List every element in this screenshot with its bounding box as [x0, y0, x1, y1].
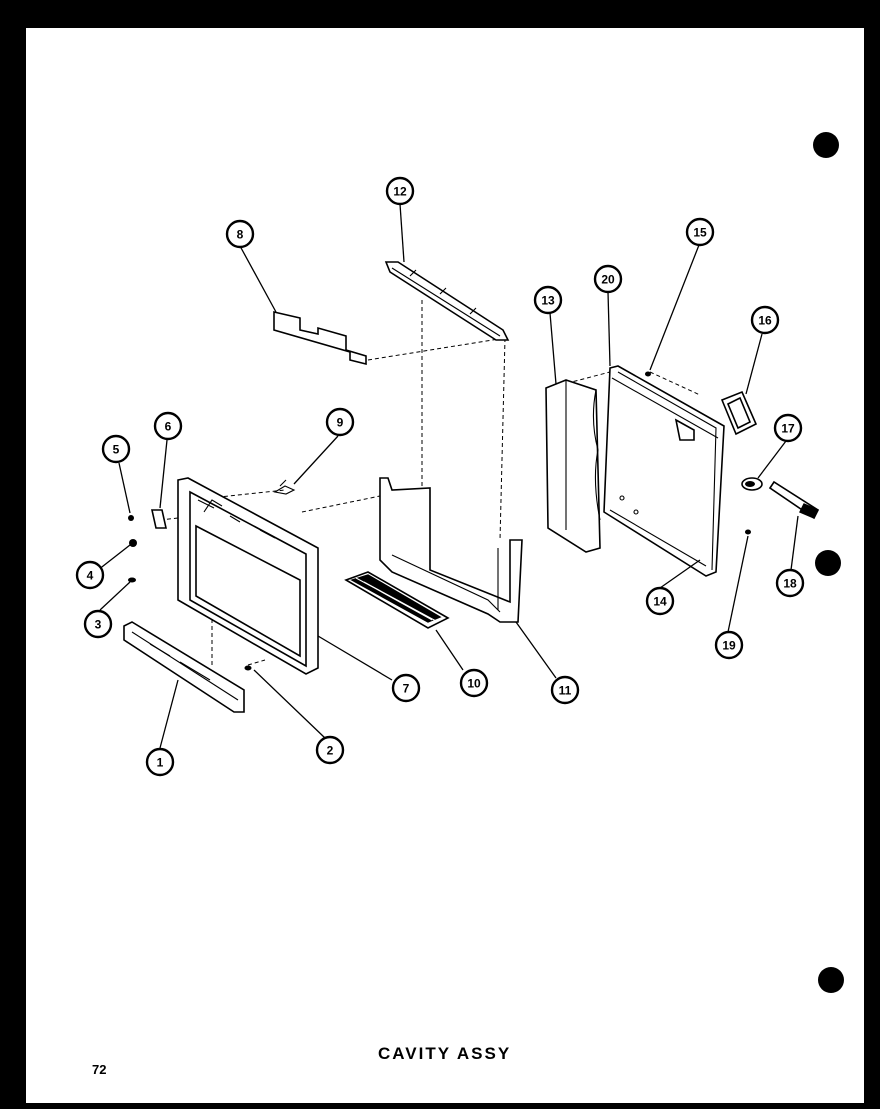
part-19-screw — [745, 529, 751, 535]
callout-15-label: 15 — [693, 226, 707, 240]
callout-7: 7 — [391, 673, 421, 703]
diagram-caption: CAVITY ASSY — [378, 1044, 512, 1063]
callout-13: 13 — [533, 285, 563, 315]
callout-20: 20 — [593, 264, 623, 294]
callout-6-label: 6 — [165, 420, 172, 434]
callout-20-label: 20 — [601, 273, 615, 287]
callout-8: 8 — [225, 219, 255, 249]
part-16-gasket — [720, 390, 758, 436]
callout-18: 18 — [775, 568, 805, 598]
part-1-control-panel — [123, 621, 245, 713]
part-18-rod — [768, 480, 820, 520]
part-4-washer — [129, 539, 137, 547]
callout-18-label: 18 — [783, 577, 797, 591]
callout-11-label: 11 — [559, 684, 572, 698]
part-14-back-panel — [603, 365, 725, 577]
binder-hole-middle — [815, 550, 841, 576]
callout-5-label: 5 — [113, 443, 120, 457]
part-3-screw — [128, 577, 136, 583]
callout-10-label: 10 — [467, 677, 481, 691]
callout-4-label: 4 — [87, 569, 94, 583]
callout-7-label: 7 — [403, 682, 410, 696]
callout-14-label: 14 — [653, 595, 667, 609]
callout-1: 1 — [145, 747, 175, 777]
callout-9: 9 — [325, 407, 355, 437]
part-17-lamp-socket — [741, 477, 763, 491]
callout-14: 14 — [645, 586, 675, 616]
callout-5: 5 — [101, 434, 131, 464]
binder-hole-bottom — [818, 967, 844, 993]
callout-17-label: 17 — [781, 422, 795, 436]
callout-2-label: 2 — [327, 744, 334, 758]
part-7-front-frame — [177, 477, 319, 675]
callout-19: 19 — [714, 630, 744, 660]
callout-3-label: 3 — [95, 618, 102, 632]
callout-17: 17 — [773, 413, 803, 443]
callout-2: 2 — [315, 735, 345, 765]
part-11-cavity-liner — [379, 477, 523, 623]
callout-12: 12 — [385, 176, 415, 206]
callout-10: 10 — [459, 668, 489, 698]
callout-3: 3 — [83, 609, 113, 639]
part-10-grille-tray — [344, 571, 450, 629]
callout-4: 4 — [75, 560, 105, 590]
callout-1-label: 1 — [157, 756, 164, 770]
callout-11: 11 — [550, 675, 580, 705]
part-6-hinge — [151, 509, 167, 529]
callout-6: 6 — [153, 411, 183, 441]
part-15-screw — [645, 371, 651, 377]
callout-9-label: 9 — [337, 416, 344, 430]
callout-12-label: 12 — [393, 185, 407, 199]
callout-19-label: 19 — [722, 639, 736, 653]
part-9-latch — [273, 479, 296, 495]
callout-16: 16 — [750, 305, 780, 335]
callout-16-label: 16 — [758, 314, 772, 328]
callout-8-label: 8 — [237, 228, 244, 242]
part-13-insulation — [545, 379, 601, 553]
diagram-sheet: 1 2 3 4 5 6 7 8 9 10 11 12 — [26, 28, 864, 1103]
leader-lines — [97, 203, 799, 749]
part-12-top-channel — [384, 261, 510, 341]
binder-hole-top — [813, 132, 839, 158]
part-8-bracket — [273, 310, 367, 366]
callout-13-label: 13 — [541, 294, 555, 308]
callout-15: 15 — [685, 217, 715, 247]
part-5-screw — [128, 515, 134, 521]
page-number: 72 — [92, 1062, 107, 1077]
part-2-screw — [244, 665, 252, 671]
